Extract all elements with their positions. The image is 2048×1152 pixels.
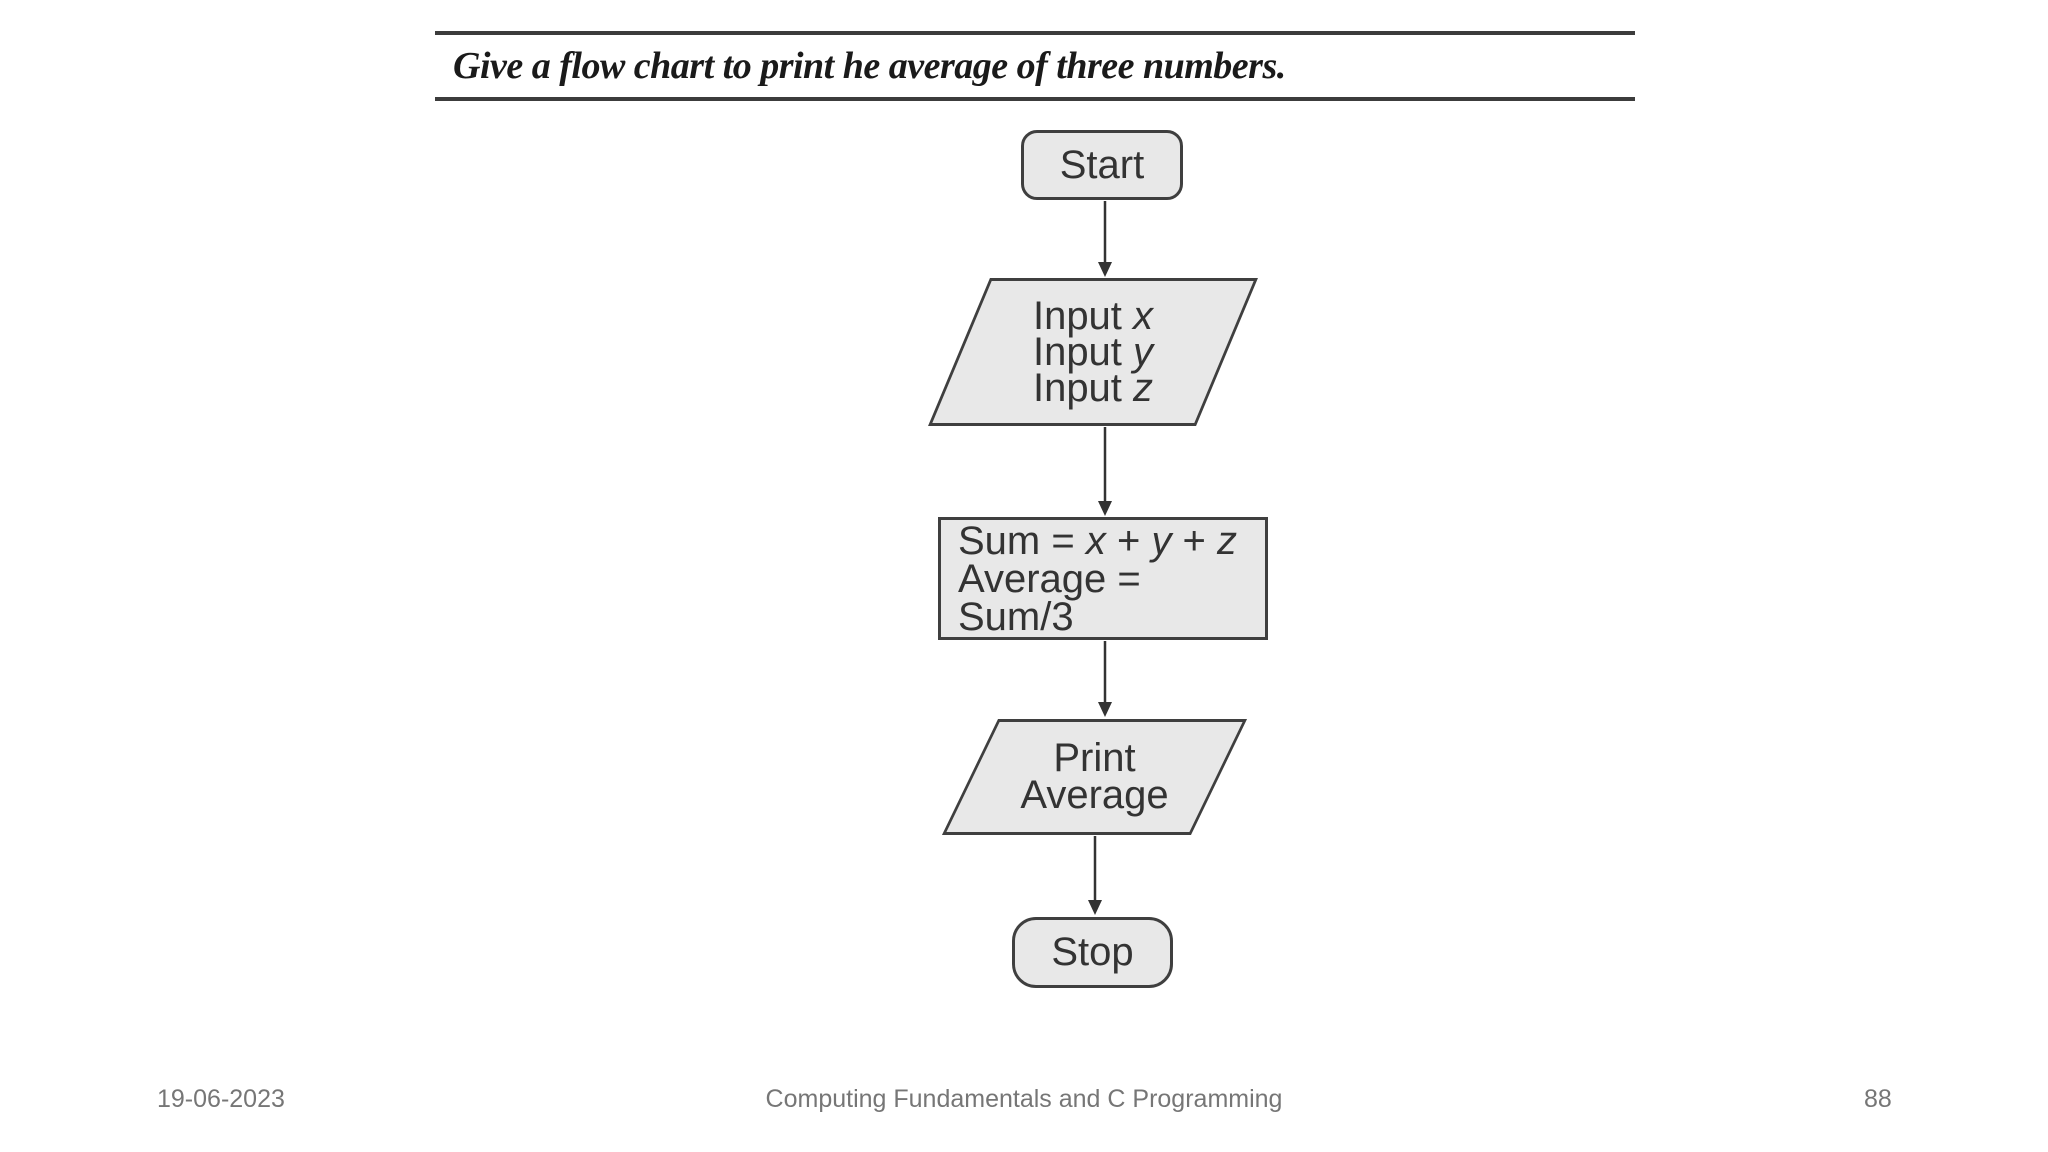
- footer-page-number: 88: [1864, 1085, 1892, 1113]
- page-title: Give a flow chart to print he average of…: [453, 45, 1286, 87]
- arrow-process-to-print: [1098, 641, 1112, 717]
- variable-x: x: [1133, 294, 1154, 338]
- start-node: Start: [1021, 130, 1183, 200]
- process-node: Sum = x + y + z Average = Sum/3: [938, 517, 1268, 640]
- input-label: Input x Input y Input z: [928, 278, 1258, 426]
- footer-course-title: Computing Fundamentals and C Programming: [765, 1085, 1283, 1113]
- start-label: Start: [1059, 142, 1145, 187]
- variable-z: z: [1133, 366, 1154, 410]
- footer-date: 19-06-2023: [157, 1085, 285, 1113]
- stop-node: Stop: [1012, 917, 1173, 988]
- input-line-x: Input x: [1032, 294, 1154, 338]
- stop-label: Stop: [1051, 930, 1134, 974]
- input-line-z: Input z: [1032, 366, 1154, 410]
- process-line-average: Average = Sum/3: [958, 556, 1141, 639]
- print-label: Print Average: [942, 719, 1247, 835]
- variable-y: y: [1133, 330, 1154, 374]
- arrow-input-to-process: [1098, 427, 1112, 516]
- title-block: Give a flow chart to print he average of…: [435, 31, 1635, 101]
- print-line-1: Print: [1053, 736, 1136, 780]
- print-line-2: Average: [1020, 773, 1169, 817]
- arrow-start-to-input: [1098, 201, 1112, 277]
- process-line-sum: Sum = x + y + z: [958, 518, 1238, 563]
- input-line-y: Input y: [1032, 330, 1154, 374]
- arrow-print-to-stop: [1088, 836, 1102, 915]
